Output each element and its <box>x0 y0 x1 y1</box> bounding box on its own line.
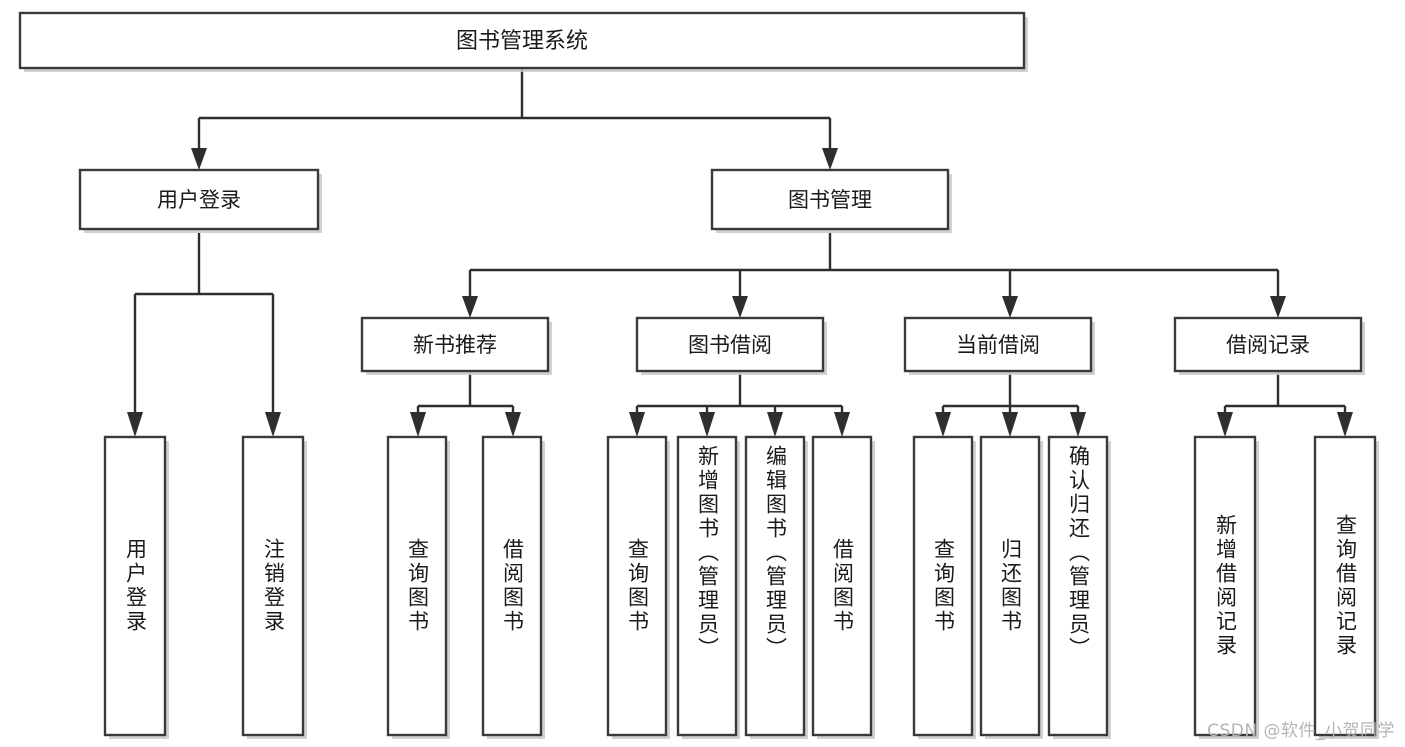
arrow-to-borrow-record <box>1270 296 1286 318</box>
node-box-leaf-query-book-cur[interactable] <box>912 435 974 737</box>
node-box-leaf-confirm-return[interactable] <box>1047 435 1109 737</box>
node-box-leaf-user-login[interactable] <box>103 435 167 737</box>
node-box-leaf-borrow-book[interactable] <box>811 435 873 737</box>
node-box-borrow-record[interactable] <box>1173 316 1363 373</box>
node-box-root[interactable] <box>18 11 1026 70</box>
edges-layer <box>127 69 1353 437</box>
node-box-user-login[interactable] <box>78 168 320 231</box>
arrow-leaf-borrow-book-rec <box>505 412 521 437</box>
node-box-current-borrow[interactable] <box>903 316 1093 373</box>
node-box-book-borrow[interactable] <box>635 316 825 373</box>
csdn-watermark: CSDN @软件_小贺同学 <box>1207 721 1395 741</box>
arrow-leaf-query-book-rec <box>410 412 426 437</box>
node-label-user-login: 用户登录 <box>157 188 241 212</box>
node-box-leaf-edit-book[interactable] <box>744 435 806 737</box>
arrow-leaf-query-record <box>1337 412 1353 437</box>
arrow-to-current-borrow <box>1002 296 1018 318</box>
node-label-current-borrow: 当前借阅 <box>956 333 1040 357</box>
arrow-leaf-add-book <box>699 412 715 437</box>
node-box-book-manage[interactable] <box>710 168 950 231</box>
arrow-leaf-query-book-borrow <box>629 412 645 437</box>
node-box-leaf-add-book[interactable] <box>676 435 738 737</box>
node-box-leaf-query-book-rec[interactable] <box>386 435 448 737</box>
arrow-to-user-login <box>191 148 207 170</box>
arrow-leaf-logout-login <box>265 412 281 437</box>
arrow-leaf-return-book <box>1002 412 1018 437</box>
arrow-leaf-edit-book <box>767 412 783 437</box>
node-label-new-book-rec: 新书推荐 <box>413 333 497 357</box>
node-box-leaf-add-record[interactable] <box>1193 435 1257 737</box>
arrow-leaf-add-record <box>1217 412 1233 437</box>
node-box-leaf-return-book[interactable] <box>979 435 1041 737</box>
arrow-to-book-manage <box>822 148 838 170</box>
node-box-leaf-query-book-borrow[interactable] <box>606 435 668 737</box>
node-box-leaf-logout-login[interactable] <box>241 435 305 737</box>
node-box-leaf-borrow-book-rec[interactable] <box>481 435 543 737</box>
node-label-book-borrow: 图书借阅 <box>688 333 772 357</box>
nodes-layer: 图书管理系统 用户登录 图书管理 新书推荐 图书借阅 当前借阅 借阅记录 <box>18 11 1379 739</box>
node-label-borrow-record: 借阅记录 <box>1226 333 1310 357</box>
node-label-root: 图书管理系统 <box>456 29 588 54</box>
arrow-leaf-confirm-return <box>1070 412 1086 437</box>
arrow-to-new-book-rec <box>462 296 478 318</box>
arrow-leaf-query-book-cur <box>935 412 951 437</box>
arrow-leaf-borrow-book <box>834 412 850 437</box>
node-box-new-book-rec[interactable] <box>360 316 550 373</box>
node-box-leaf-query-record[interactable] <box>1313 435 1377 737</box>
arrow-leaf-user-login <box>127 412 143 437</box>
arrow-to-book-borrow <box>732 296 748 318</box>
node-label-book-manage: 图书管理 <box>788 188 872 212</box>
